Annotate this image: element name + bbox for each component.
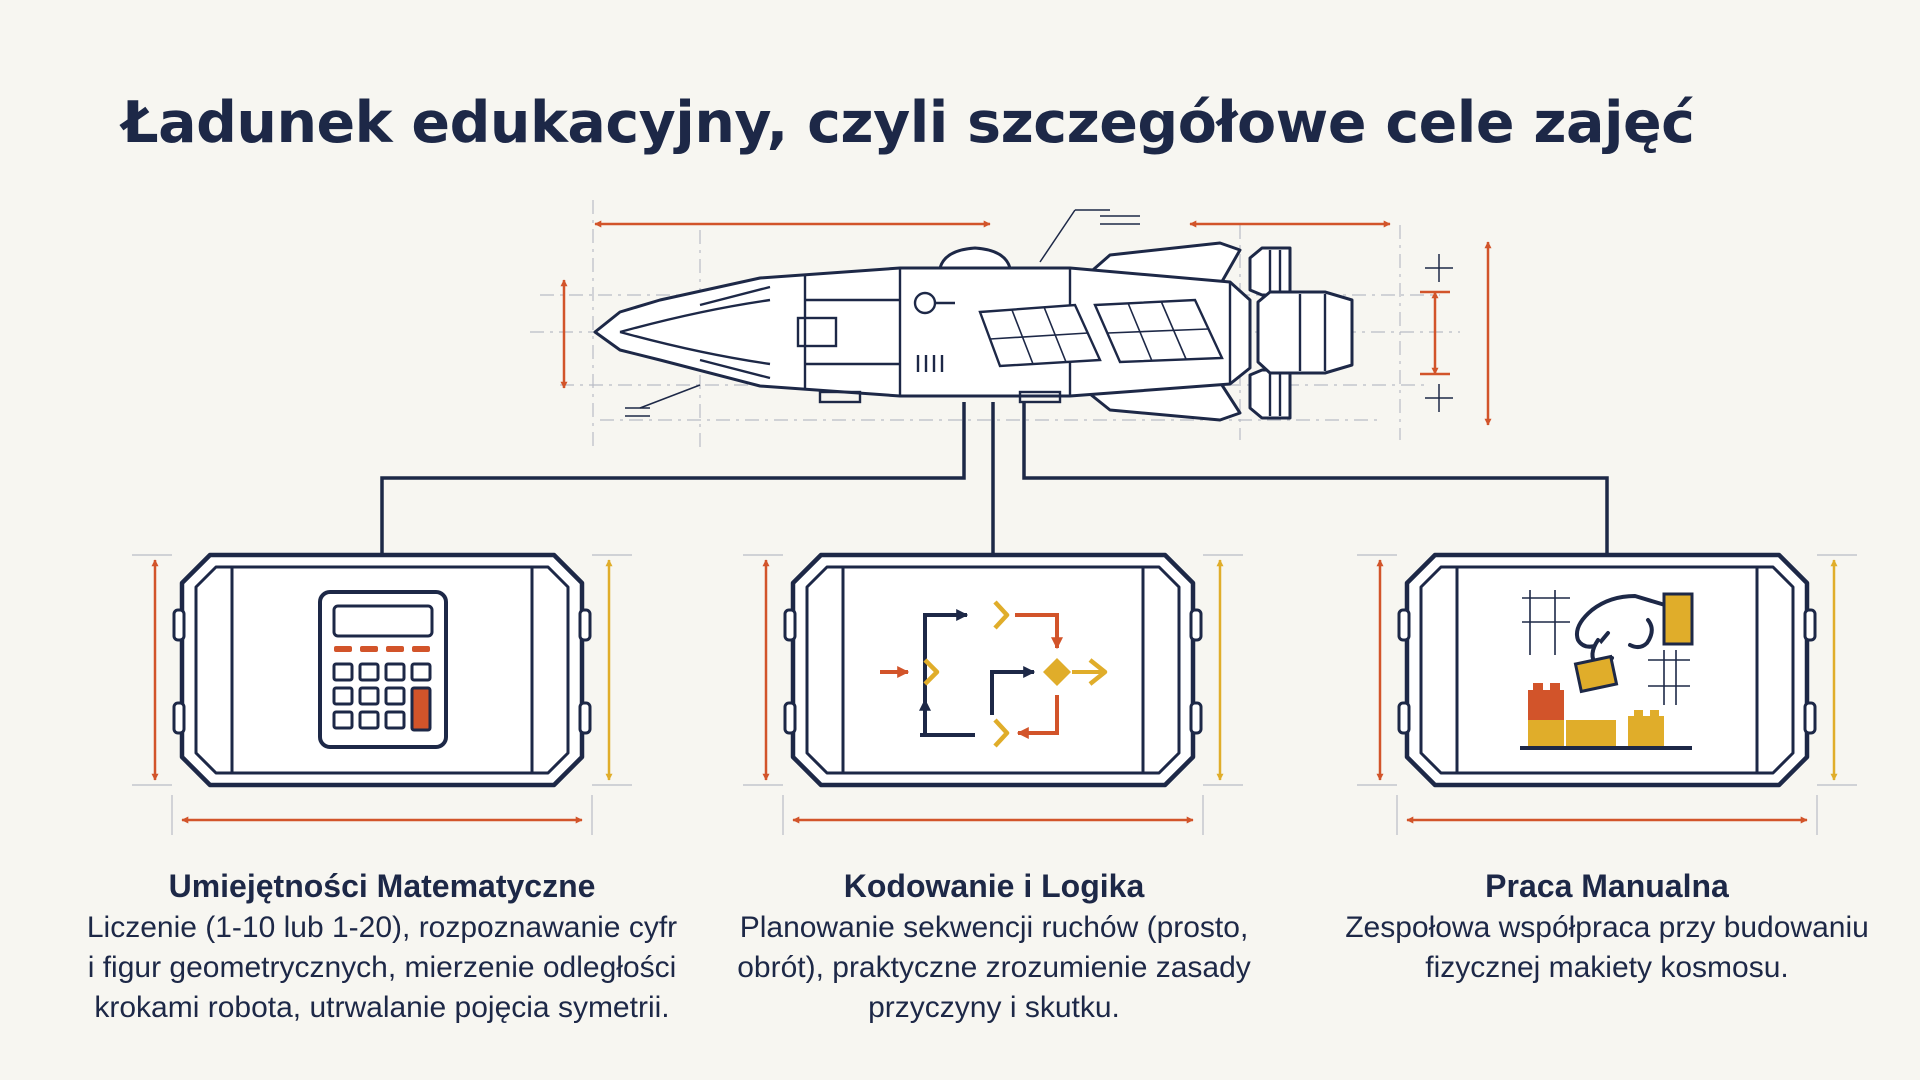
module-coding: Kodowanie i Logika Planowanie sekwencji …: [694, 866, 1294, 1028]
module-math: Umiejętności Matematyczne Liczenie (1-10…: [82, 866, 682, 1028]
module-box-3: [1357, 552, 1857, 835]
module-manual: Praca Manualna Zespołowa współpraca przy…: [1307, 866, 1907, 988]
calculator-icon: [318, 590, 448, 749]
module-description: Planowanie sekwencji ruchów (prosto, obr…: [737, 911, 1251, 1024]
module-description: Zespołowa współpraca przy budowaniu fizy…: [1345, 911, 1869, 984]
page-title: Ładunek edukacyjny, czyli szczegółowe ce…: [122, 90, 1695, 156]
module-description: Liczenie (1-10 lub 1-20), rozpoznawanie …: [86, 911, 678, 1024]
rocket-blueprint-icon: [530, 200, 1492, 450]
module-heading: Umiejętności Matematyczne: [168, 868, 596, 904]
module-heading: Kodowanie i Logika: [843, 868, 1145, 904]
connector-lines: [380, 402, 1609, 555]
flowchart-arrows-icon: [880, 600, 1108, 748]
hand-building-blocks-icon: [1520, 590, 1694, 750]
module-heading: Praca Manualna: [1485, 868, 1729, 904]
